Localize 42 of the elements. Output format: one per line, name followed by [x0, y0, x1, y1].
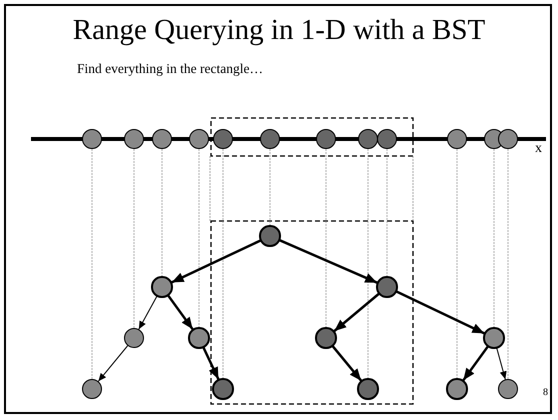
point-marker	[189, 129, 209, 149]
arrow	[171, 239, 261, 284]
arrow	[202, 347, 220, 380]
tree-node	[498, 379, 518, 399]
arrow	[98, 345, 128, 382]
point-marker	[82, 129, 102, 149]
point-marker	[213, 129, 233, 149]
slide-title: Range Querying in 1-D with a BST	[72, 14, 486, 47]
subtitle-text: Find everything in the rectangle…	[77, 61, 263, 77]
tree-node	[188, 327, 210, 349]
point-marker	[447, 129, 467, 149]
arrow	[396, 290, 485, 334]
arrow	[332, 346, 362, 382]
tree-node	[315, 327, 337, 349]
point-marker	[377, 129, 397, 149]
arrow	[496, 348, 507, 380]
point-marker	[498, 129, 518, 149]
tree-node	[212, 378, 234, 400]
projection-line	[222, 148, 224, 379]
tree-node	[483, 327, 505, 349]
point-marker	[260, 129, 280, 149]
point-marker	[124, 129, 144, 149]
projection-line	[456, 148, 458, 379]
arrow	[167, 294, 194, 330]
arrow	[138, 296, 158, 330]
tree-node	[357, 378, 379, 400]
page-number: 8	[543, 387, 548, 398]
tree-node	[446, 378, 468, 400]
point-marker	[358, 129, 378, 149]
point-marker	[152, 129, 172, 149]
arrow	[462, 346, 489, 382]
projection-line	[198, 148, 200, 328]
tree-node	[82, 379, 102, 399]
projection-line	[386, 148, 388, 277]
arrow	[333, 292, 380, 332]
tree-node	[376, 276, 398, 298]
tree-node	[151, 276, 173, 298]
tree-node	[259, 225, 281, 247]
arrow	[279, 239, 378, 284]
point-marker	[316, 129, 336, 149]
axis-label: x	[535, 141, 542, 157]
tree-node	[124, 328, 144, 348]
